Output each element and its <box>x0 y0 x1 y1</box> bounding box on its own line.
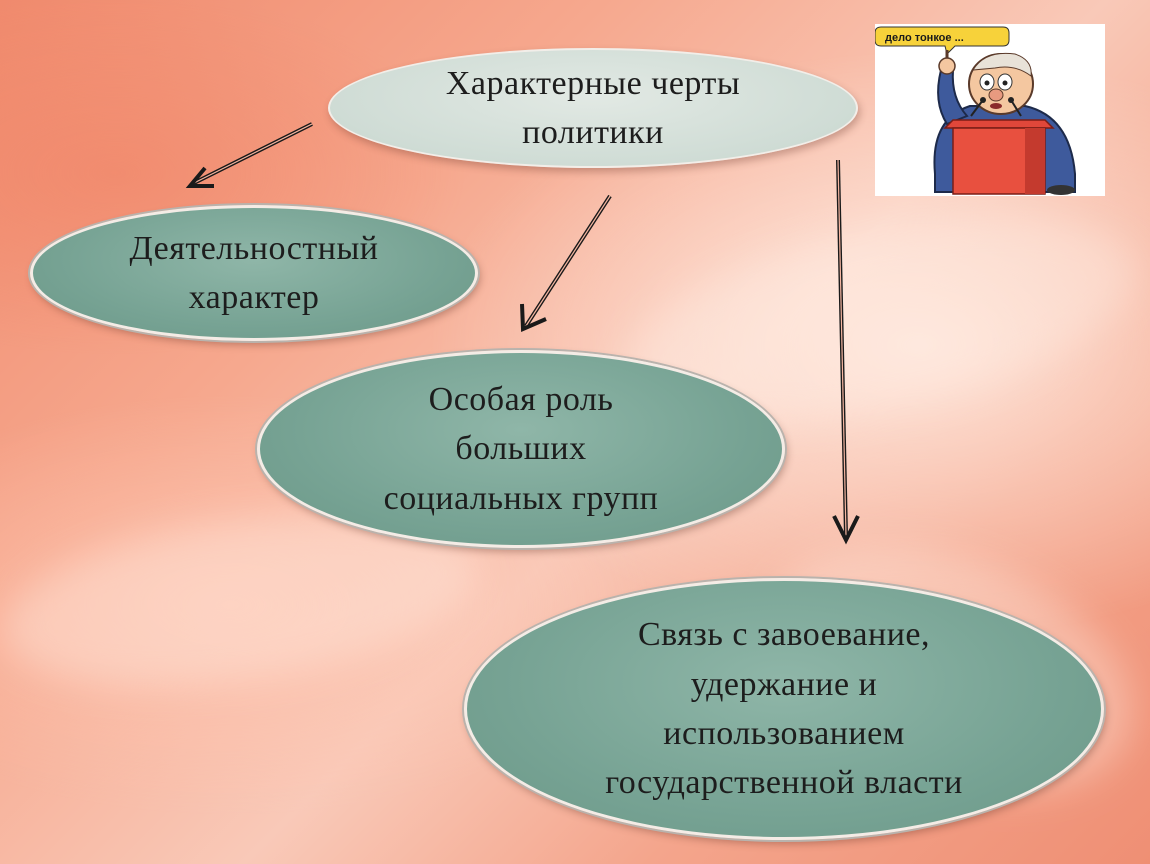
node-activity-text: Деятельностный характер <box>129 229 379 316</box>
speech-bubble: дело тонкое ... <box>874 26 1010 55</box>
node-state-power: Связь с завоевание, удержание и использо… <box>464 578 1104 840</box>
node-activity: Деятельностный характер <box>30 205 478 341</box>
politician-cartoon-image: дело тонкое ... <box>874 24 1105 196</box>
title-node: Характерные черты политики <box>328 48 858 168</box>
title-node-text: Характерные черты политики <box>445 64 741 151</box>
arrow-to-node-1 <box>185 122 313 188</box>
node-social-groups-text: Особая роль больших социальных групп <box>383 381 659 517</box>
speech-bubble-text: дело тонкое ... <box>885 32 964 44</box>
node-social-groups: Особая роль больших социальных групп <box>257 350 785 548</box>
arrow-to-node-3 <box>832 159 860 545</box>
node-state-power-text: Связь с завоевание, удержание и использо… <box>605 616 963 802</box>
arrow-to-node-2 <box>520 194 612 332</box>
